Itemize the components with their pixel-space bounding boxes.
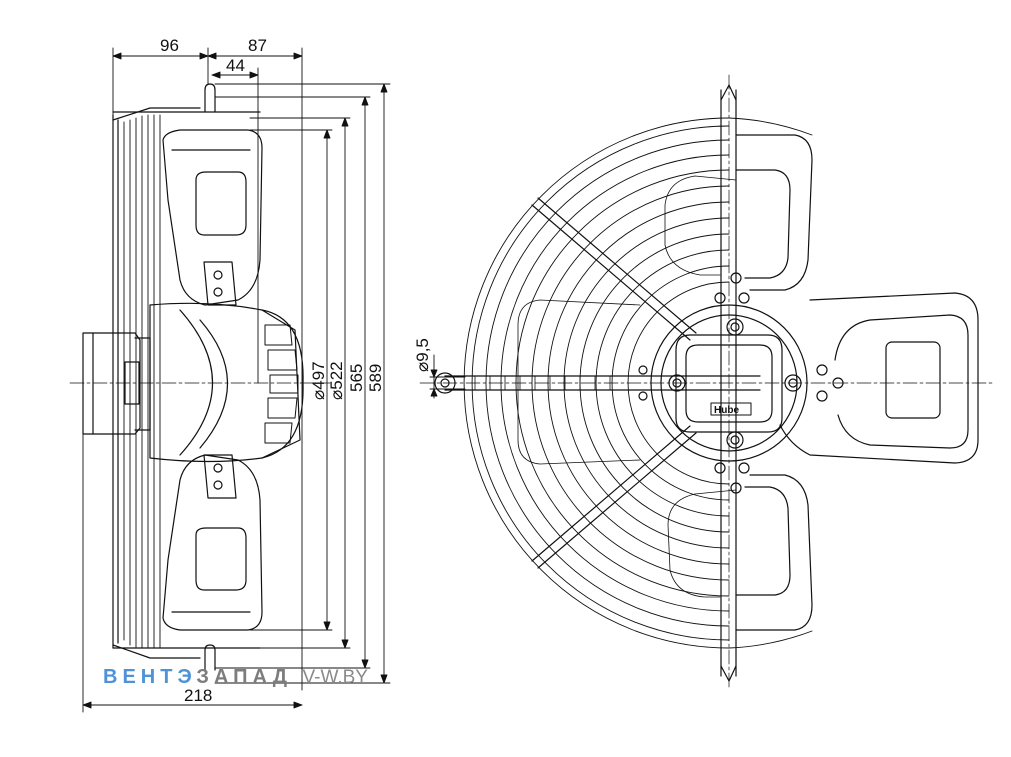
dim-hole-d9-5: ⌀9,5 bbox=[413, 338, 432, 372]
dim-565: 565 bbox=[347, 364, 366, 392]
front-view bbox=[419, 74, 996, 691]
dim-218: 218 bbox=[184, 686, 212, 705]
side-dimensions bbox=[82, 47, 466, 713]
watermark-part3: V-W.BY bbox=[302, 667, 368, 688]
dim-d497: ⌀497 bbox=[309, 361, 328, 400]
dim-96: 96 bbox=[160, 36, 179, 55]
watermark-part1: ВЕНТЭ bbox=[103, 666, 197, 688]
watermark-part2: ЗАПАД bbox=[196, 666, 292, 688]
dim-d522: ⌀522 bbox=[327, 361, 346, 400]
dim-44: 44 bbox=[226, 56, 245, 75]
watermark: ВЕНТЭЗАПАД V-W.BY bbox=[103, 666, 368, 689]
side-view bbox=[69, 83, 331, 671]
dim-87: 87 bbox=[248, 36, 267, 55]
brand-logo: Hube bbox=[714, 405, 739, 416]
dim-589: 589 bbox=[366, 364, 385, 392]
